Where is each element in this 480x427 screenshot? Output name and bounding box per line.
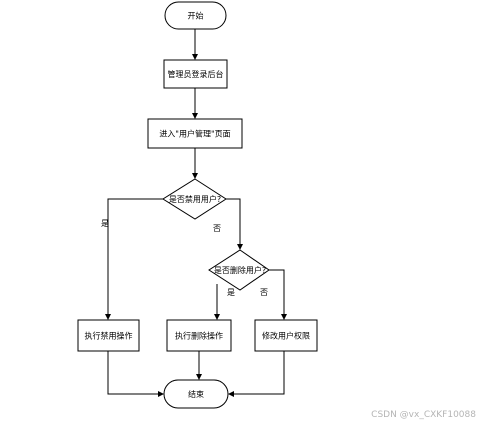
edge-label-ban-yes: 是 (101, 219, 109, 228)
edge-ban-no (226, 198, 243, 250)
do-delete-box (166, 319, 232, 352)
decision-ban-diamond (162, 178, 227, 220)
do-ban-label: 执行禁用操作 (85, 331, 133, 341)
modify-permission-box (254, 319, 318, 352)
edge-delete-no (269, 269, 287, 320)
edge-ban-yes (105, 198, 163, 320)
edge-label-delete-yes: 是 (227, 288, 235, 297)
start-label: 开始 (188, 11, 204, 21)
admin-login-box (163, 59, 228, 89)
connectors (105, 29, 287, 397)
do-delete-label: 执行删除操作 (175, 331, 223, 341)
edge-ban-end (107, 351, 164, 397)
do-ban-box (77, 319, 140, 352)
enter-user-page-box (147, 118, 243, 149)
edge-label-ban-no: 否 (213, 224, 221, 233)
decision-delete-diamond (208, 249, 270, 291)
decision-ban-label: 是否禁用用户? (169, 194, 221, 204)
end-label: 结束 (188, 389, 204, 399)
modify-permission-label: 修改用户权限 (262, 331, 310, 341)
watermark: CSDN @vx_CXKF10088 (371, 410, 476, 420)
edge-modify-end (228, 351, 285, 397)
decision-delete-label: 是否删除用户? (214, 265, 266, 275)
end-terminal (163, 379, 229, 409)
admin-login-label: 管理员登录后台 (168, 69, 224, 79)
start-terminal (164, 1, 227, 30)
enter-user-page-label: 进入"用户管理"页面 (159, 129, 230, 139)
edge-label-delete-no: 否 (260, 288, 268, 297)
